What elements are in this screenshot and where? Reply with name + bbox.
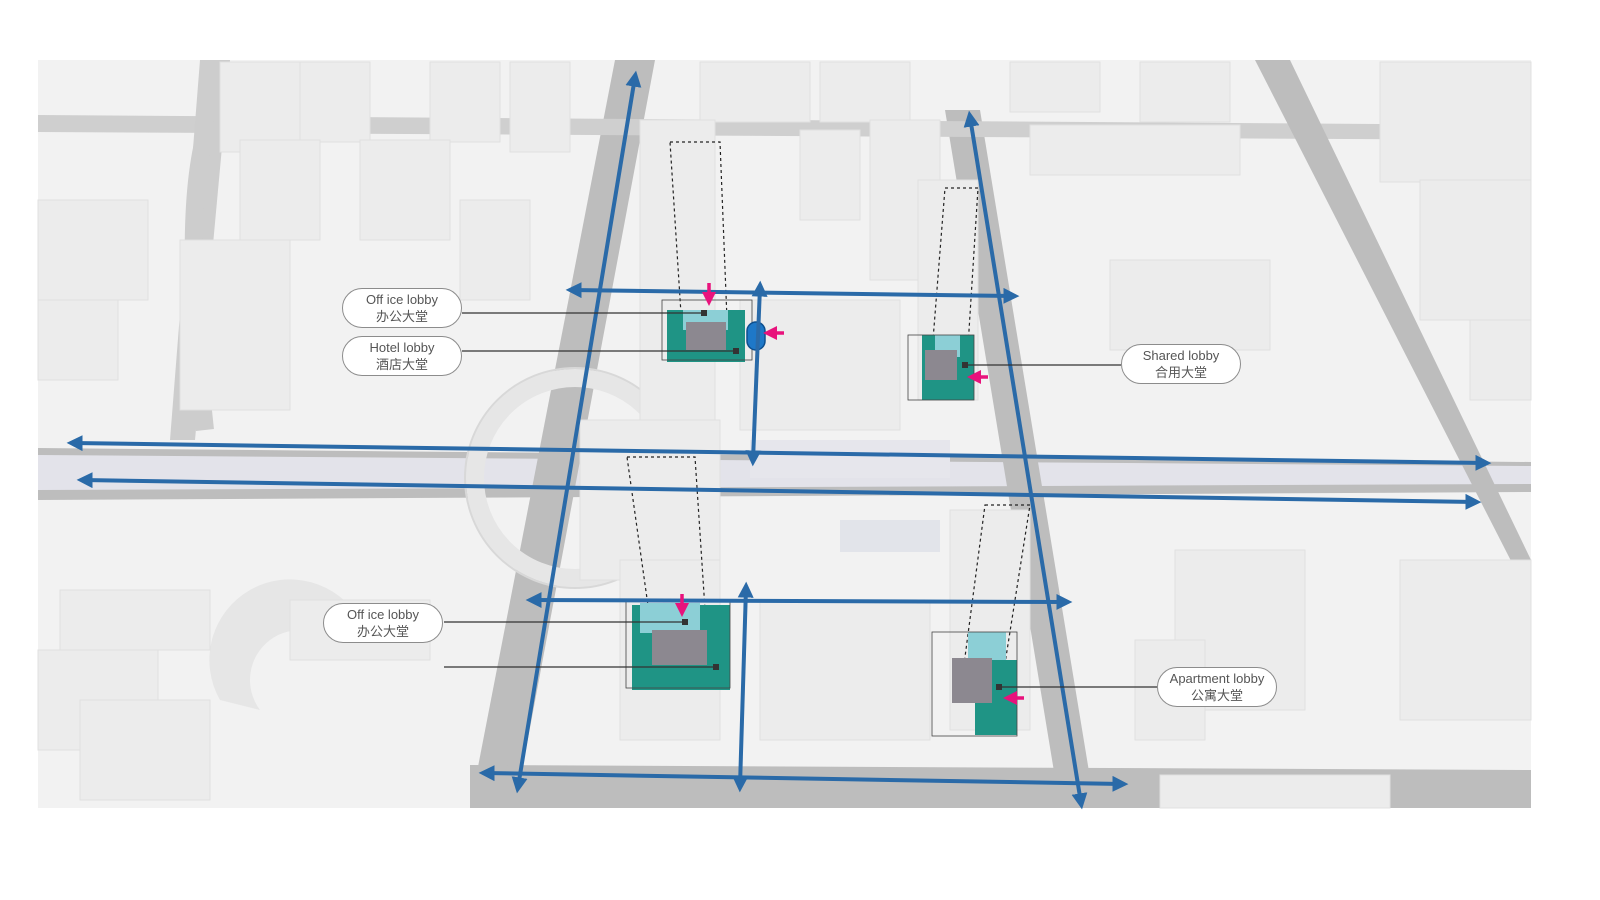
label-hotel-lobby: Hotel lobby 酒店大堂 (342, 336, 462, 376)
entrance-arrows (675, 283, 1024, 705)
double-headed-arrow-icon (745, 280, 768, 467)
circulation-arrows (66, 70, 1492, 810)
label-zh: 办公大堂 (375, 309, 428, 324)
double-headed-arrow-icon (478, 765, 1129, 792)
double-headed-arrow-icon (525, 592, 1073, 610)
tower-nw (661, 299, 753, 362)
double-headed-arrow-icon (565, 282, 1020, 304)
label-zh: 酒店大堂 (375, 357, 428, 372)
label-zh: 合用大堂 (1154, 365, 1207, 380)
label-en: Apartment lobby (1169, 671, 1265, 686)
label-apartment-lobby: Apartment lobby 公寓大堂 (1157, 667, 1277, 707)
tower-sw (625, 599, 731, 690)
label-office-lobby-north: Off ice lobby 办公大堂 (342, 288, 462, 328)
label-zh: 办公大堂 (356, 624, 409, 639)
label-office-lobby-south: Off ice lobby 办公大堂 (323, 603, 443, 643)
label-en: Shared lobby (1142, 348, 1220, 363)
label-en: Off ice lobby (365, 292, 439, 307)
leader-lines (444, 310, 1157, 690)
double-headed-arrow-icon (732, 581, 754, 793)
double-headed-arrow-icon (66, 435, 1492, 471)
double-headed-arrow-icon (511, 70, 642, 794)
double-headed-arrow-icon (76, 472, 1482, 510)
label-en: Hotel lobby (369, 340, 435, 355)
label-shared-lobby: Shared lobby 合用大堂 (1121, 344, 1241, 384)
label-zh: 公寓大堂 (1190, 688, 1243, 703)
label-en: Off ice lobby (346, 607, 420, 622)
